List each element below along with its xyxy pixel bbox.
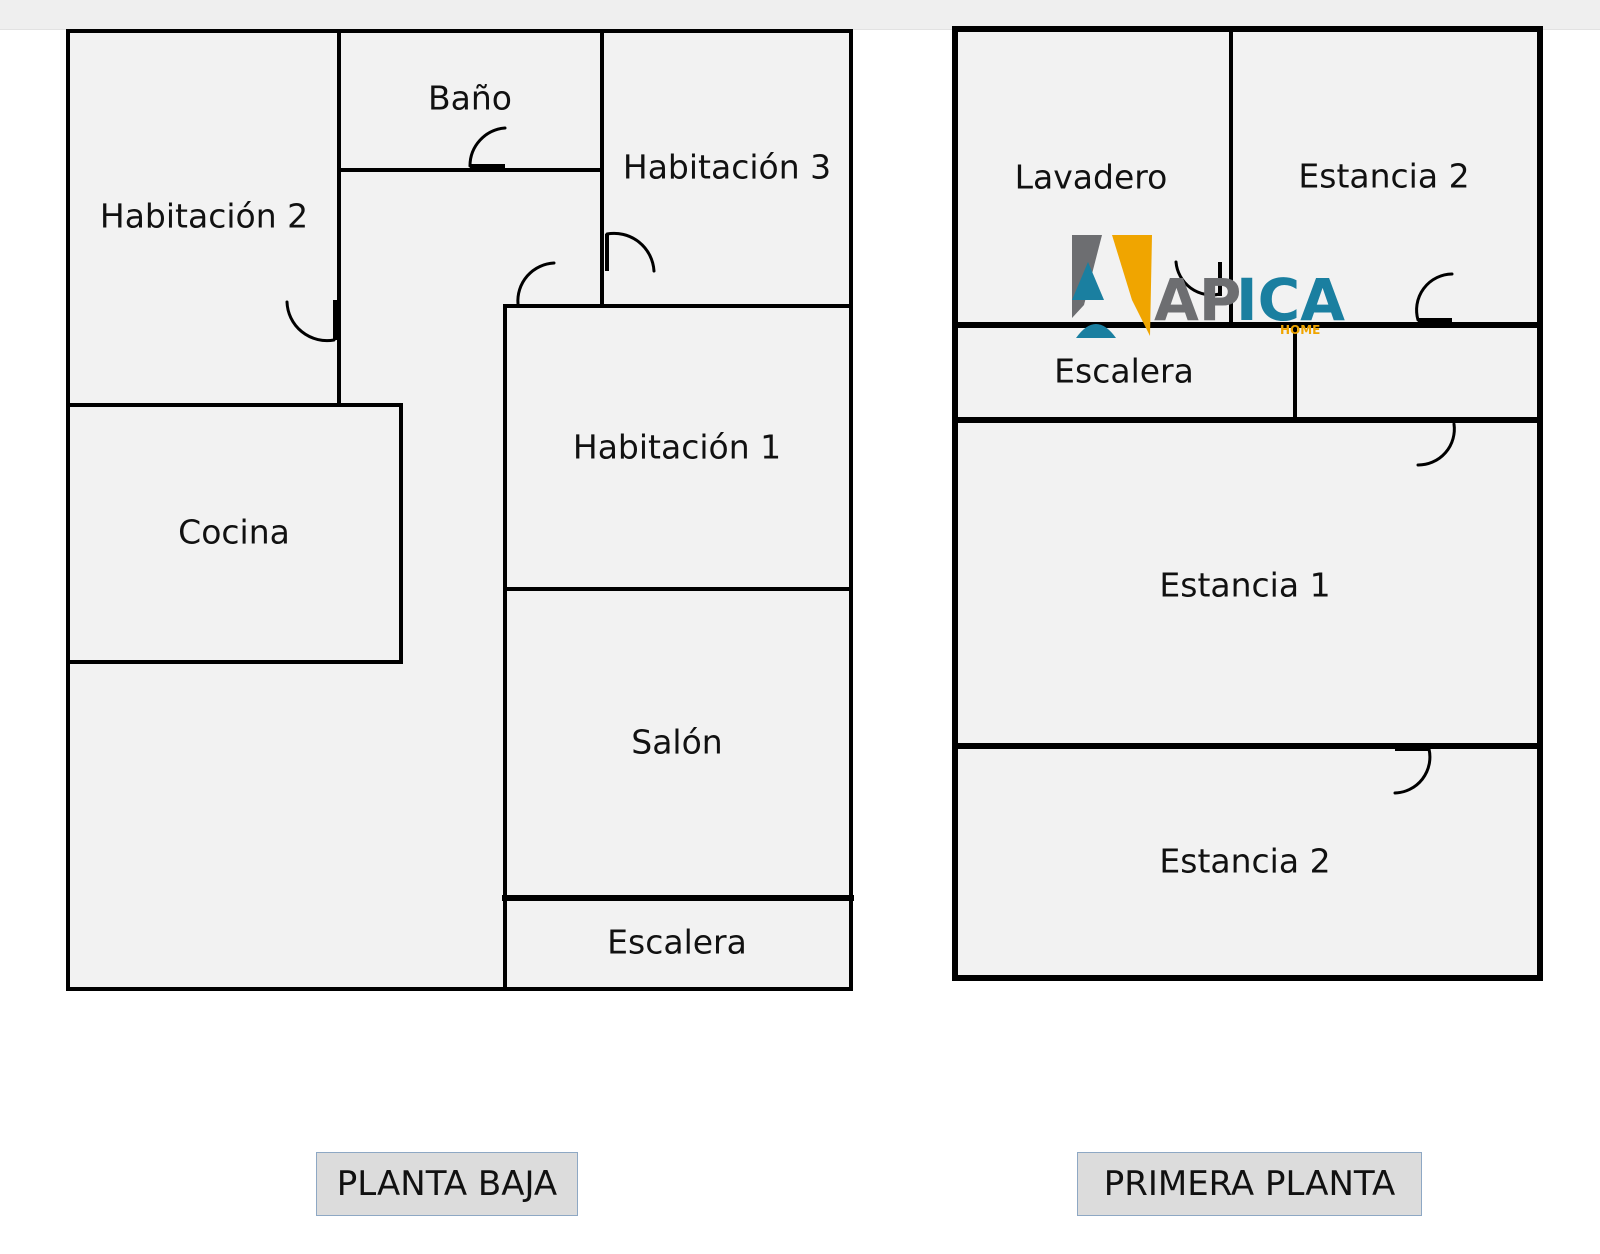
apica-home-logo: AP ICA HOME [1072, 235, 1345, 338]
door-habitacion-1 [516, 261, 556, 306]
room-label-estancia-2-top: Estancia 2 [1298, 157, 1469, 196]
door-bano [468, 126, 507, 168]
door-estancia-2-top [1415, 272, 1454, 322]
room-label-escalera: Escalera [1054, 352, 1194, 391]
logo-text-ica: ICA [1236, 266, 1345, 334]
outer-wall [952, 26, 1543, 981]
room-label-habitacion-2: Habitación 2 [100, 197, 308, 236]
room-label-habitacion-1: Habitación 1 [573, 428, 781, 467]
floor-area [955, 29, 1540, 978]
logo-yellow-bar [1112, 235, 1152, 336]
room-label-estancia-1: Estancia 1 [1159, 566, 1330, 605]
room-label-escalera: Escalera [607, 923, 747, 962]
logo-subtext: HOME [1280, 323, 1320, 337]
floor-area [68, 31, 851, 989]
logo-text-ap: AP [1154, 266, 1241, 334]
floor-plan-planta-baja: Habitación 2 Baño Habitación 3 Habitació… [66, 29, 854, 991]
door-estancia-2-bottom [1393, 747, 1432, 795]
door-habitacion-2 [285, 300, 336, 343]
room-label-lavadero: Lavadero [1015, 158, 1168, 197]
room-label-estancia-2-bottom: Estancia 2 [1159, 842, 1330, 881]
floor-plan-primera-planta: Lavadero Estancia 2 Escalera Estancia 1 … [952, 26, 1543, 981]
primera-planta-button[interactable]: PRIMERA PLANTA [1077, 1152, 1422, 1216]
room-label-salon: Salón [631, 723, 722, 762]
room-label-cocina: Cocina [178, 513, 290, 552]
logo-blue-tower [1072, 262, 1104, 300]
door-lavadero [1174, 260, 1222, 297]
planta-baja-button[interactable]: PLANTA BAJA [316, 1152, 578, 1216]
wall [66, 403, 403, 664]
room-label-bano: Baño [428, 79, 512, 118]
door-estancia-1 [1416, 422, 1456, 467]
outer-wall [66, 29, 853, 991]
room-label-habitacion-3: Habitación 3 [623, 148, 831, 187]
door-habitacion-3 [605, 231, 656, 273]
logo-blue-arch [1076, 324, 1116, 338]
